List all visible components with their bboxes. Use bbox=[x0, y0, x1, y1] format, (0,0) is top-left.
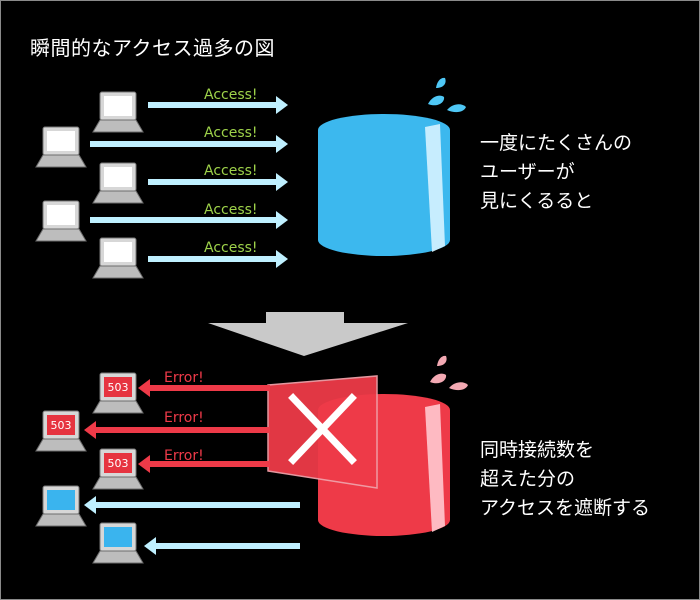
served-arrow-1 bbox=[84, 496, 300, 514]
laptop-top-2 bbox=[35, 126, 87, 168]
access-label-3: Access! bbox=[204, 163, 258, 179]
top-caption-line-3: 見にくるると bbox=[480, 190, 594, 212]
laptop-error-3: 503 bbox=[92, 448, 144, 490]
block-x-icon bbox=[288, 393, 357, 465]
access-arrow-1 bbox=[148, 96, 288, 114]
top-caption-line-2: ユーザーが bbox=[480, 161, 575, 183]
bottom-caption-line-3: アクセスを遮断する bbox=[480, 497, 651, 519]
error-label-1: Error! bbox=[164, 370, 204, 386]
access-arrow-4 bbox=[90, 211, 288, 229]
bottom-caption-line-1: 同時接続数を bbox=[480, 439, 595, 461]
laptop-error-2: 503 bbox=[35, 410, 87, 452]
access-label-1: Access! bbox=[204, 87, 258, 103]
laptop-top-5 bbox=[92, 237, 144, 279]
access-arrow-5 bbox=[148, 250, 288, 268]
bottom-caption: 同時接続数を 超えた分の アクセスを遮断する bbox=[480, 436, 650, 523]
laptop-served-2 bbox=[92, 522, 144, 564]
access-label-2: Access! bbox=[204, 125, 258, 141]
error-arrow-3 bbox=[138, 455, 270, 473]
error-arrow-2 bbox=[84, 421, 270, 439]
error-arrow-1 bbox=[138, 379, 270, 397]
access-label-4: Access! bbox=[204, 202, 258, 218]
error-label-2: Error! bbox=[164, 410, 204, 426]
error-code-1: 503 bbox=[108, 381, 129, 394]
error-label-3: Error! bbox=[164, 448, 204, 464]
error-code-2: 503 bbox=[51, 419, 72, 432]
top-caption-line-1: 一度にたくさんの bbox=[480, 132, 633, 154]
transition-down-arrow bbox=[208, 312, 408, 356]
laptop-top-4 bbox=[35, 200, 87, 242]
splash-icon-top bbox=[428, 77, 466, 113]
server-cylinder-normal bbox=[318, 114, 450, 256]
diagram-title: 瞬間的なアクセス過多の図 bbox=[30, 36, 275, 60]
top-caption: 一度にたくさんの ユーザーが 見にくるると bbox=[480, 129, 632, 216]
access-arrow-2 bbox=[90, 135, 288, 153]
bottom-caption-line-2: 超えた分の bbox=[480, 468, 576, 490]
access-arrow-3 bbox=[148, 173, 288, 191]
laptop-error-1: 503 bbox=[92, 372, 144, 414]
laptop-top-1 bbox=[92, 91, 144, 133]
access-label-5: Access! bbox=[204, 240, 258, 256]
served-arrow-2 bbox=[144, 537, 300, 555]
error-code-3: 503 bbox=[108, 457, 129, 470]
laptop-top-3 bbox=[92, 162, 144, 204]
splash-icon-bottom bbox=[430, 355, 468, 391]
laptop-served-1 bbox=[35, 485, 87, 527]
